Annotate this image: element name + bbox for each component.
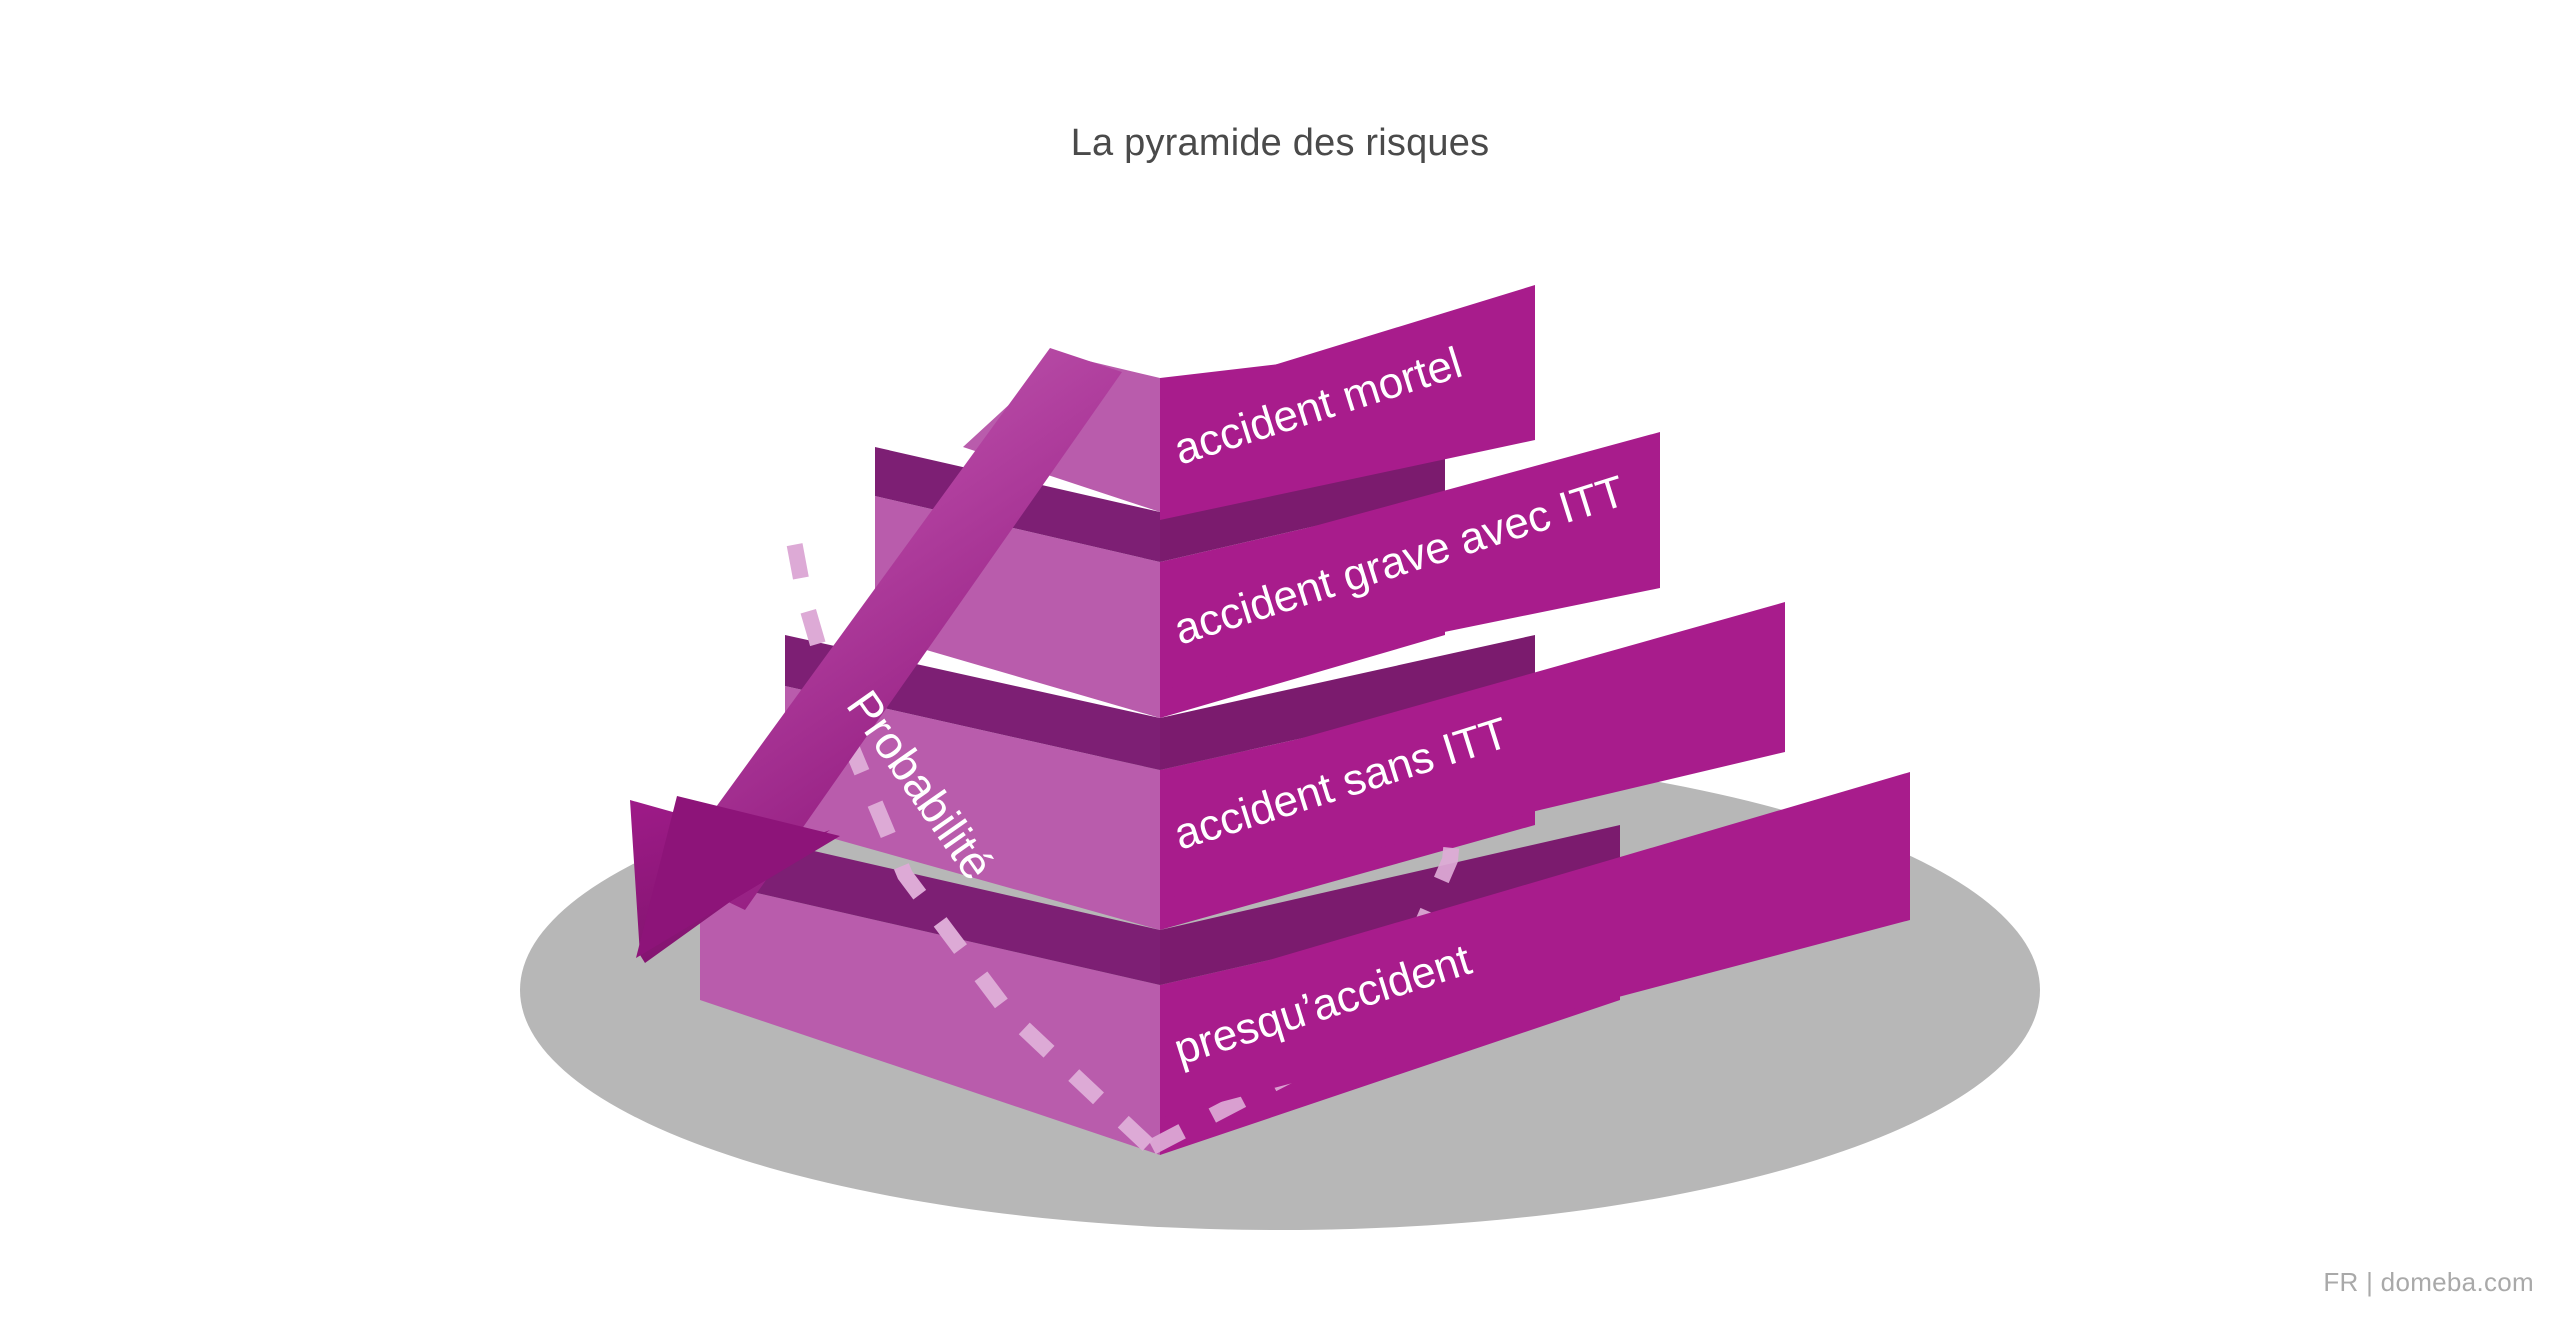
separator-3-4-right bbox=[1160, 825, 1620, 985]
banner-1-shape bbox=[1160, 285, 1535, 520]
arrow-head-fill bbox=[636, 796, 840, 958]
separator-3-4-left bbox=[700, 825, 1160, 985]
tier-3-left-face bbox=[785, 686, 1160, 930]
down-left-arrow-icon bbox=[668, 348, 1122, 910]
footer-credit: FR | domeba.com bbox=[2323, 1267, 2534, 1297]
banner-2-shape bbox=[1160, 432, 1660, 690]
banner-4-shape bbox=[1160, 772, 1910, 1118]
separator-1-2-right bbox=[1160, 447, 1445, 562]
tier-separator-3-4 bbox=[700, 825, 1620, 985]
page-title: La pyramide des risques bbox=[1070, 122, 1490, 164]
tier-4-left-face bbox=[700, 880, 1160, 1155]
separator-2-3-right bbox=[1160, 635, 1535, 770]
banner-3-shape bbox=[1160, 602, 1785, 900]
